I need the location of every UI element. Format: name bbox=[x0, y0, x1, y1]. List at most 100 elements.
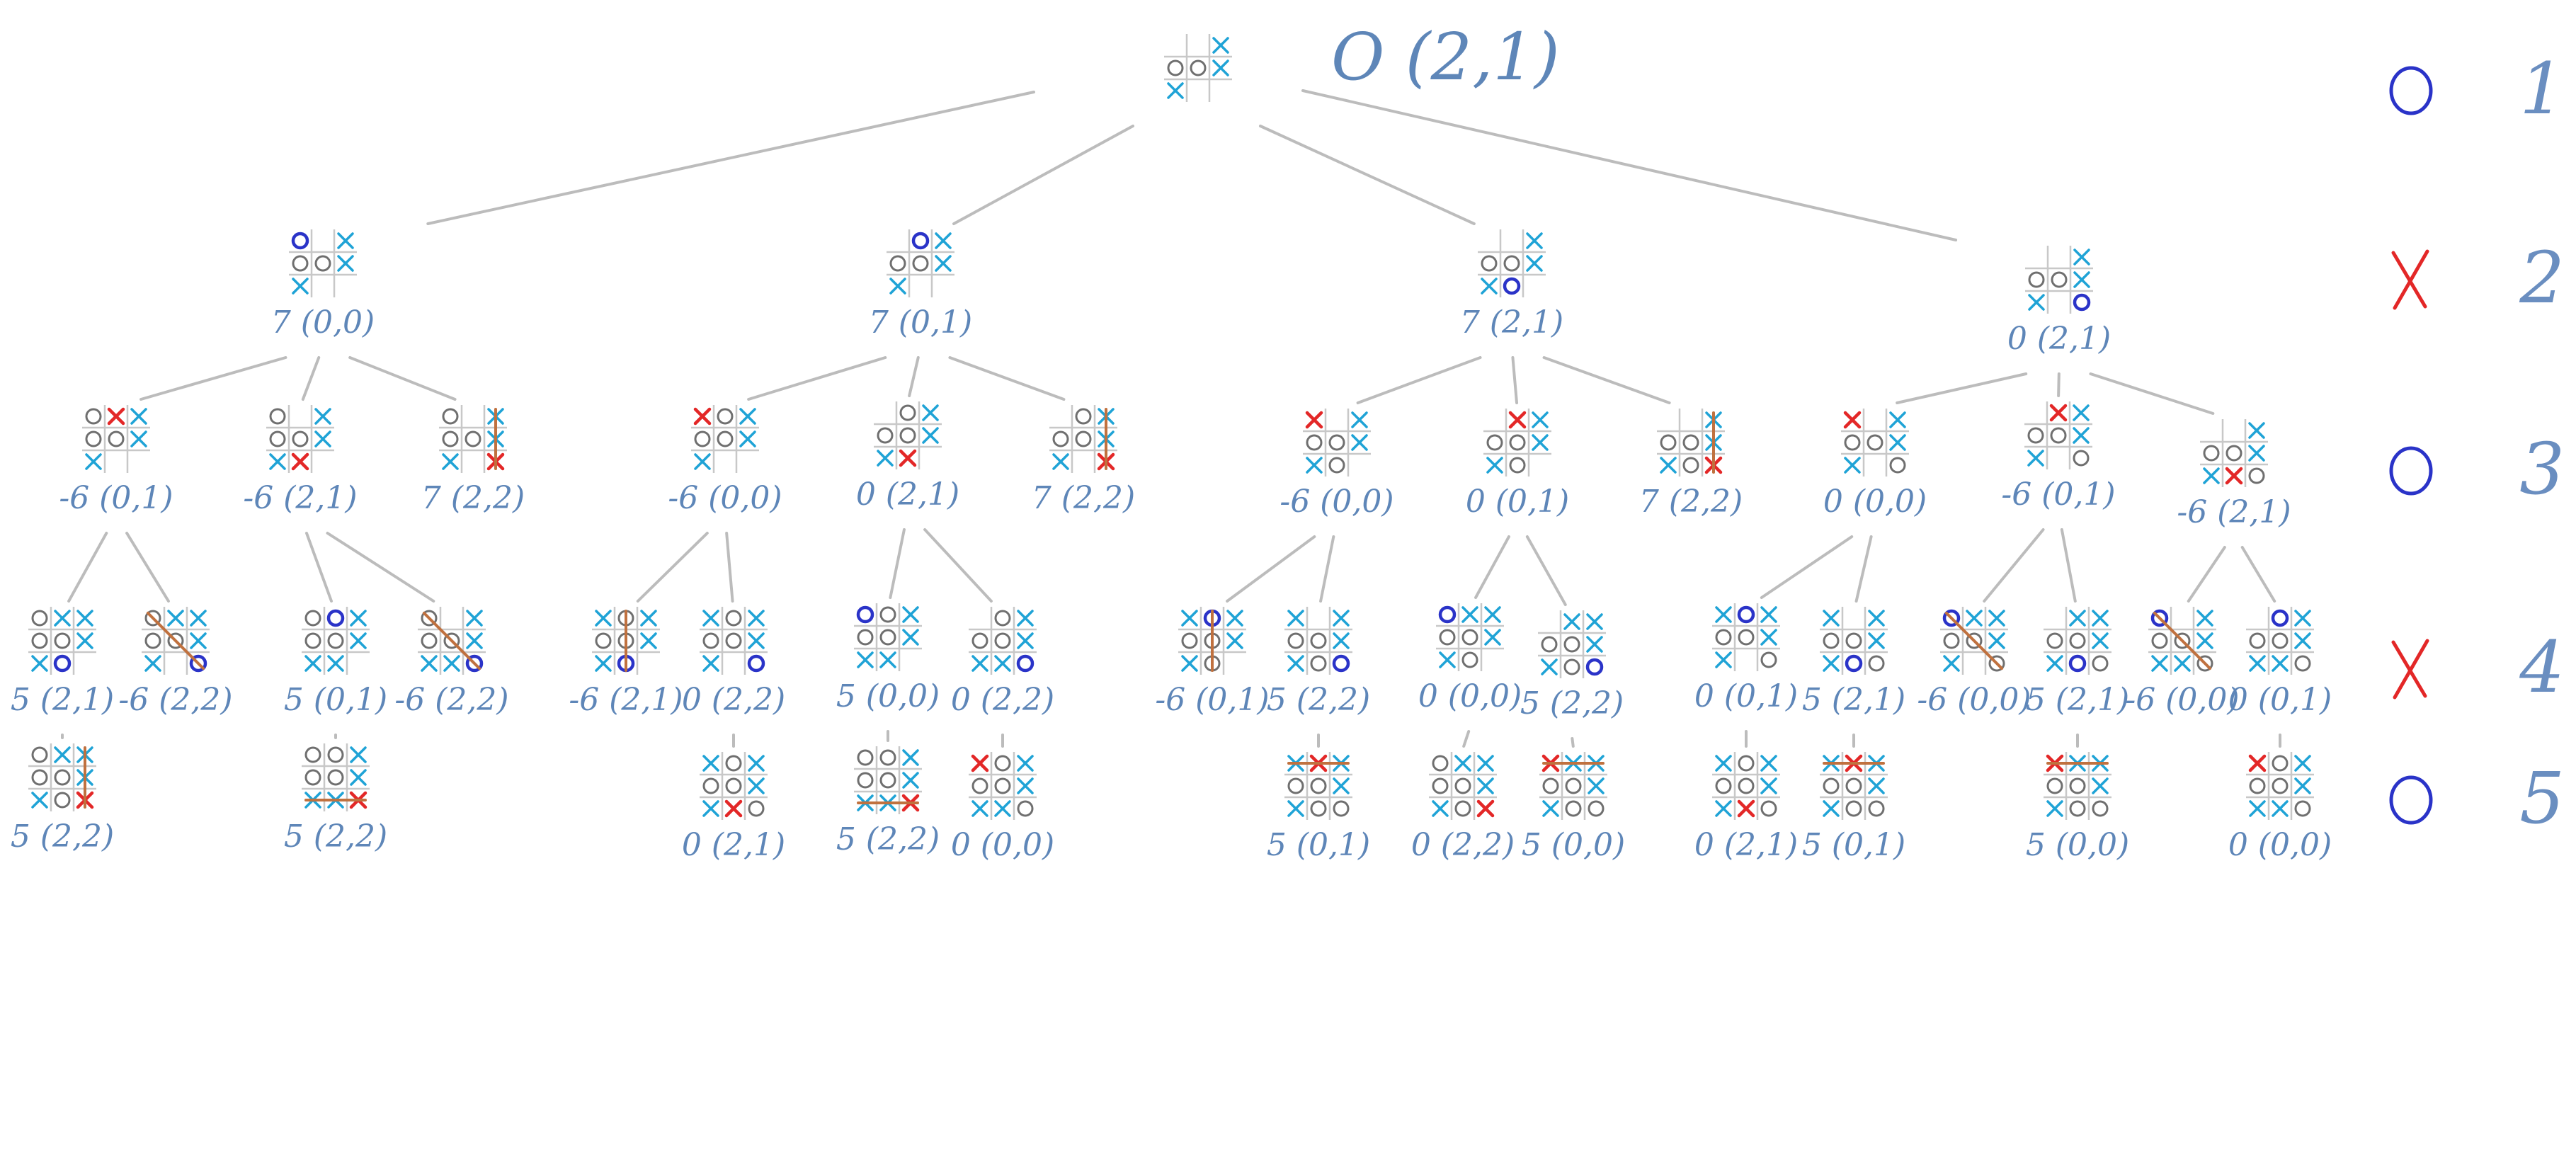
node-score-label: 5 (2,2) bbox=[1267, 682, 1370, 718]
x-mark bbox=[1588, 777, 1605, 794]
node-score-label: -6 (2,1) bbox=[2177, 494, 2291, 530]
o-mark bbox=[725, 755, 742, 772]
tree-node: -6 (2,2) bbox=[118, 607, 233, 718]
o-mark bbox=[421, 610, 438, 627]
o-mark bbox=[304, 610, 321, 627]
legend-number: 1 bbox=[2519, 47, 2565, 130]
node-score-label: -6 (0,1) bbox=[1155, 682, 1269, 718]
tree-node: 0 (0,1) bbox=[2228, 607, 2332, 718]
x-mark bbox=[2196, 610, 2213, 627]
o-mark bbox=[879, 606, 896, 623]
new-o-mark bbox=[747, 654, 765, 673]
board bbox=[2200, 419, 2268, 487]
o-mark bbox=[1868, 800, 1885, 817]
board bbox=[302, 607, 370, 675]
node-score-label: 7 (0,0) bbox=[271, 304, 375, 341]
o-mark bbox=[1943, 632, 1960, 649]
o-mark bbox=[85, 430, 102, 447]
tree-edge bbox=[1571, 737, 1575, 748]
node-score-label: 0 (2,1) bbox=[2007, 321, 2111, 357]
x-mark bbox=[902, 606, 919, 623]
board bbox=[1841, 409, 1909, 477]
x-mark bbox=[1486, 457, 1503, 474]
o-mark bbox=[465, 430, 481, 447]
x-mark bbox=[1823, 655, 1840, 672]
o-mark bbox=[1503, 255, 1520, 272]
x-mark bbox=[1484, 606, 1501, 623]
o-mark bbox=[1988, 655, 2005, 672]
x-mark bbox=[640, 610, 657, 627]
x-mark bbox=[1306, 457, 1323, 474]
board bbox=[2246, 752, 2314, 820]
tree-node: 0 (0,0) bbox=[2228, 752, 2332, 863]
o-mark bbox=[1328, 457, 1345, 474]
board bbox=[1712, 603, 1780, 671]
new-o-mark bbox=[2271, 609, 2289, 627]
tree-node: 5 (2,2) bbox=[1520, 610, 1624, 721]
node-score-label: 7 (2,2) bbox=[1032, 480, 1135, 516]
x-mark bbox=[971, 800, 988, 817]
x-mark bbox=[2272, 655, 2289, 672]
x-mark bbox=[1333, 777, 1350, 794]
x-mark bbox=[1823, 800, 1840, 817]
legend-row: 2 bbox=[2391, 236, 2565, 319]
x-mark bbox=[2027, 450, 2044, 467]
x-mark bbox=[144, 655, 161, 672]
tree-node: 5 (2,1) bbox=[1802, 607, 1905, 718]
x-mark bbox=[1212, 37, 1229, 54]
new-o-mark bbox=[911, 232, 930, 250]
legend-o-icon bbox=[2389, 775, 2433, 825]
tree-edge bbox=[636, 532, 709, 603]
node-score-label: 5 (2,2) bbox=[836, 821, 940, 857]
x-mark bbox=[902, 629, 919, 646]
board bbox=[418, 607, 486, 675]
tree-edge bbox=[1474, 535, 1510, 599]
board bbox=[1940, 607, 2008, 675]
o-mark bbox=[2027, 427, 2044, 444]
tree-edge bbox=[426, 91, 1035, 225]
node-score-label: 7 (2,2) bbox=[1639, 484, 1743, 520]
board bbox=[1436, 603, 1504, 671]
tree-edge bbox=[1356, 356, 1482, 404]
o-mark bbox=[304, 746, 321, 763]
o-mark bbox=[144, 632, 161, 649]
legend-number: 5 bbox=[2519, 757, 2565, 840]
o-mark bbox=[1310, 655, 1327, 672]
x-mark bbox=[1868, 610, 1885, 627]
o-mark bbox=[1845, 632, 1862, 649]
x-mark bbox=[1287, 800, 1304, 817]
tree-node: 5 (2,1) bbox=[11, 607, 114, 718]
node-score-label: 5 (0,1) bbox=[284, 682, 387, 718]
o-mark bbox=[2151, 632, 2168, 649]
o-mark bbox=[443, 632, 460, 649]
tree-node: 7 (2,2) bbox=[421, 405, 525, 516]
o-mark bbox=[1889, 457, 1906, 474]
o-mark bbox=[994, 610, 1011, 627]
x-mark bbox=[1542, 800, 1559, 817]
node-score-label: 5 (2,1) bbox=[11, 682, 114, 718]
board bbox=[1429, 752, 1497, 820]
tree-node: 5 (2,2) bbox=[836, 746, 940, 857]
legend-x-icon bbox=[2391, 639, 2429, 700]
board bbox=[266, 405, 334, 473]
o-mark bbox=[857, 772, 874, 789]
o-mark bbox=[292, 255, 309, 272]
x-mark bbox=[2294, 777, 2311, 794]
tree-node: -6 (0,0) bbox=[668, 405, 782, 516]
new-o-mark bbox=[2068, 654, 2087, 673]
x-mark bbox=[443, 655, 460, 672]
legend-row: 4 bbox=[2391, 626, 2565, 709]
tree-node: -6 (2,1) bbox=[569, 607, 683, 718]
tree-edge bbox=[1525, 535, 1567, 606]
node-score-label: 5 (0,1) bbox=[1267, 827, 1370, 863]
node-score-label: -6 (0,0) bbox=[2125, 682, 2239, 718]
board bbox=[1712, 752, 1780, 820]
new-o-mark bbox=[1942, 609, 1961, 627]
x-mark bbox=[337, 255, 354, 272]
o-mark bbox=[2069, 777, 2086, 794]
tree-edge bbox=[301, 356, 321, 401]
o-mark bbox=[595, 632, 612, 649]
o-mark bbox=[1509, 457, 1526, 474]
